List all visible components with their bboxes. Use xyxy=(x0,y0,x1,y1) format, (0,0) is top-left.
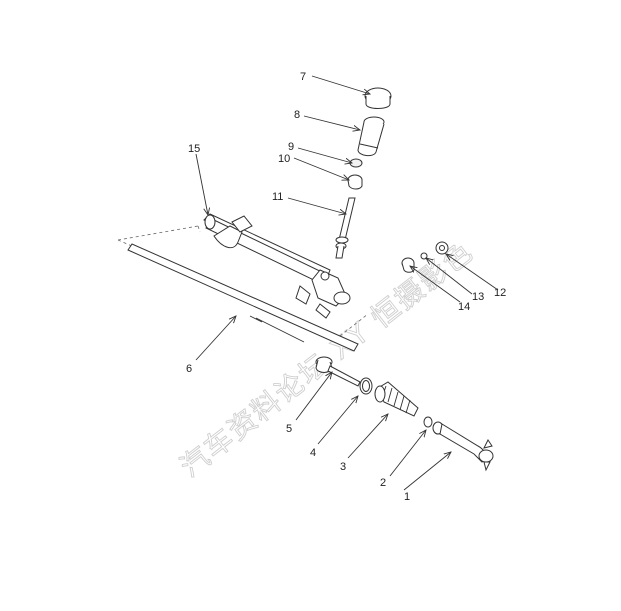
inner-tie-rod xyxy=(315,356,361,387)
jam-nut xyxy=(423,416,433,428)
adjuster-cover xyxy=(357,116,385,157)
callout-4: 4 xyxy=(310,447,316,459)
callout-8: 8 xyxy=(294,109,300,121)
mount-spacer-14 xyxy=(401,257,415,273)
callout-14: 14 xyxy=(458,301,470,313)
pinion-shaft xyxy=(335,197,356,259)
leader-lines xyxy=(195,75,499,491)
callout-labels: 1 2 3 4 5 6 7 8 9 10 11 12 13 14 15 xyxy=(186,71,506,503)
callout-9: 9 xyxy=(288,141,294,153)
callout-6: 6 xyxy=(186,363,192,375)
steering-gear-housing xyxy=(203,213,351,319)
outer-tie-rod-end xyxy=(432,421,494,472)
callout-2: 2 xyxy=(380,477,386,489)
callout-12: 12 xyxy=(494,287,506,299)
callout-10: 10 xyxy=(278,153,290,165)
callout-13: 13 xyxy=(472,291,484,303)
boot-clamp-ring xyxy=(359,377,373,395)
rack-yoke xyxy=(347,174,363,190)
rack-bar xyxy=(127,243,359,352)
dust-cap xyxy=(364,87,392,109)
callout-1: 1 xyxy=(404,491,410,503)
callout-15: 15 xyxy=(188,143,200,155)
callout-7: 7 xyxy=(300,71,306,83)
mount-bushing-12 xyxy=(435,241,449,255)
bellows-boot xyxy=(374,381,419,417)
callout-5: 5 xyxy=(286,423,292,435)
callout-3: 3 xyxy=(340,461,346,473)
callout-11: 11 xyxy=(272,191,283,203)
